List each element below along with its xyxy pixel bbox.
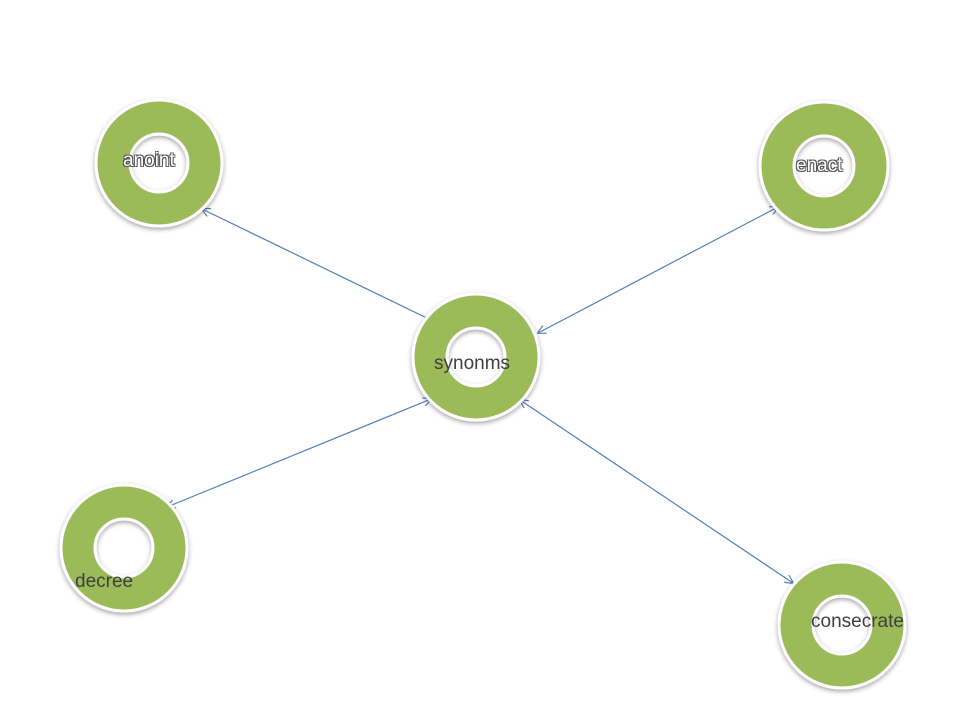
connector-enact bbox=[538, 207, 778, 333]
connector-anoint bbox=[202, 209, 435, 322]
node-enact-ring bbox=[758, 100, 890, 232]
node-label-decree: decree bbox=[75, 571, 134, 592]
node-label-enact: enact bbox=[796, 155, 843, 176]
node-consecrate-ring bbox=[777, 560, 907, 690]
connector-decree bbox=[167, 399, 431, 507]
node-label-consecrate: consecrate bbox=[811, 611, 904, 632]
connector-consecrate bbox=[520, 400, 793, 583]
node-label-synonms: synonms bbox=[434, 353, 511, 374]
node-anoint-ring bbox=[94, 98, 224, 228]
node-label-anoint: anoint bbox=[123, 150, 175, 171]
node-decree-ring bbox=[59, 483, 189, 613]
node-synonms-ring bbox=[411, 292, 541, 422]
